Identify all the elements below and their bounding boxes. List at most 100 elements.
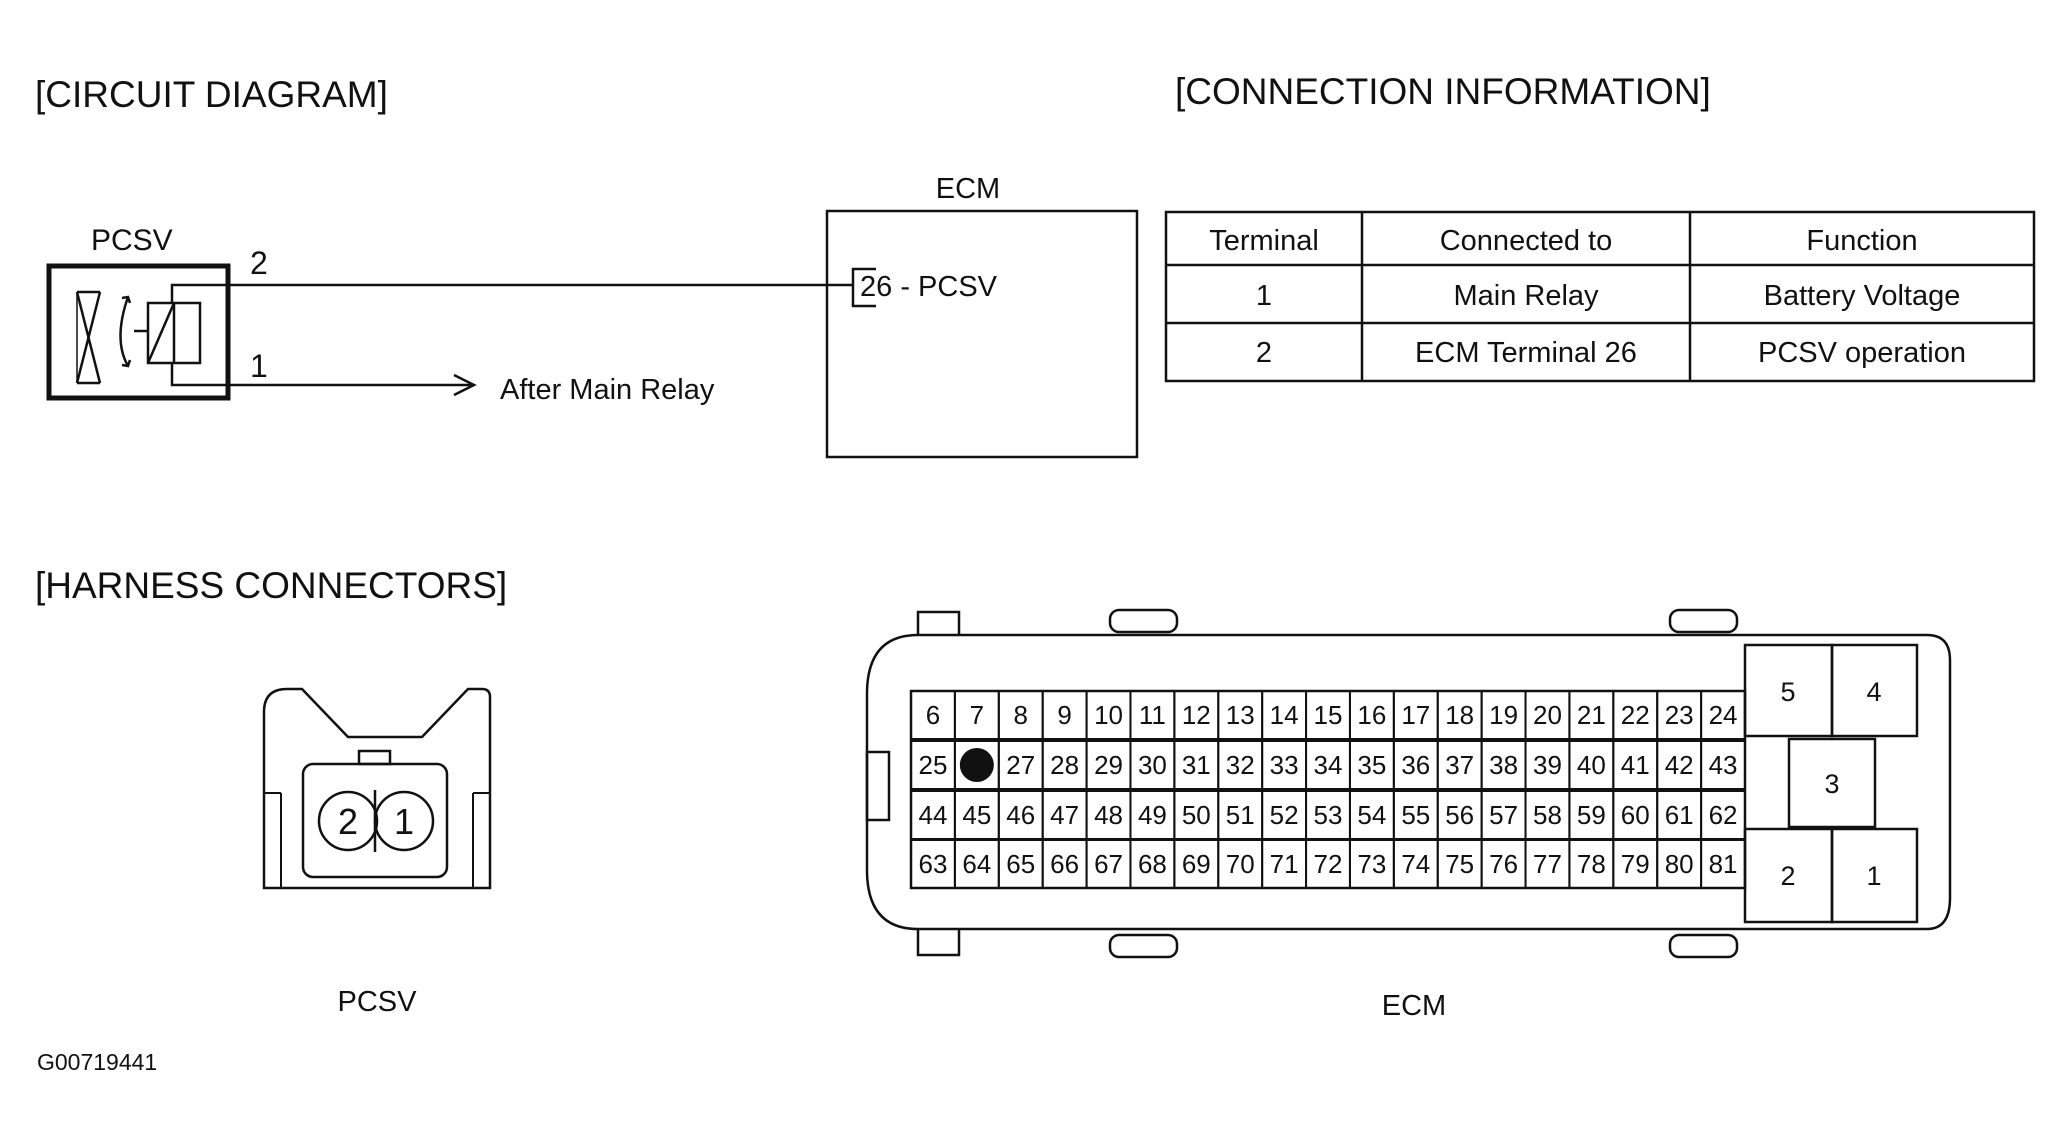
ecm-pin-number: 17: [1401, 700, 1430, 730]
pcsv-harness-connector: [262, 687, 492, 890]
ecm-pin-number: 37: [1445, 750, 1474, 780]
ecm-pin-number: 45: [962, 800, 991, 830]
ecm-pin-number: 69: [1182, 849, 1211, 879]
harness-connectors-title: [HARNESS CONNECTORS]: [35, 565, 507, 606]
connection-table: Terminal Connected to Function 1 Main Re…: [1164, 210, 2036, 383]
ecm-pin-number: 58: [1533, 800, 1562, 830]
table-cell: Main Relay: [1453, 280, 1599, 312]
ecm-pin-number: 28: [1050, 750, 1079, 780]
ecm-pin-number: 76: [1489, 849, 1518, 879]
ecm-pin-number: 80: [1665, 849, 1694, 879]
ecm-pin-number: 55: [1401, 800, 1430, 830]
ecm-pin-number: 68: [1138, 849, 1167, 879]
ecm-pin-number: 29: [1094, 750, 1123, 780]
ecm-pin-number: 81: [1709, 849, 1738, 879]
ecm-pin-number: 41: [1621, 750, 1650, 780]
ecm-pin-number: 60: [1621, 800, 1650, 830]
pcsv-valve-icon: [75, 290, 148, 385]
after-main-relay-label: After Main Relay: [500, 374, 715, 406]
ecm-pin-number: 44: [918, 800, 947, 830]
ecm-pin-number: 51: [1226, 800, 1255, 830]
ecm-large-pin-2: 2: [1780, 861, 1795, 891]
ecm-pin-number: 24: [1709, 700, 1738, 730]
ecm-pin-number: 30: [1138, 750, 1167, 780]
ecm-pin-number: 54: [1357, 800, 1386, 830]
ecm-pin-number: 78: [1577, 849, 1606, 879]
wire-pin1-to-main-relay: [170, 363, 474, 387]
ecm-label: ECM: [936, 173, 1000, 205]
ecm-pin-number: 34: [1314, 750, 1343, 780]
ecm-pin-number: 79: [1621, 849, 1650, 879]
ecm-pin-number: 72: [1314, 849, 1343, 879]
ecm-pin-number: 23: [1665, 700, 1694, 730]
ecm-pin-number: 9: [1057, 700, 1071, 730]
figure-id: G00719441: [37, 1049, 157, 1075]
ecm-pin-number: 75: [1445, 849, 1474, 879]
ecm-pin-number: 42: [1665, 750, 1694, 780]
ecm-pin-number: 74: [1401, 849, 1430, 879]
table-cell: PCSV operation: [1758, 337, 1966, 369]
ecm-pin-cell: [1700, 740, 1746, 790]
ecm-pin-number: 13: [1226, 700, 1255, 730]
ecm-pin-number: 53: [1314, 800, 1343, 830]
pcsv-connector-pin-1: 1: [394, 801, 414, 842]
ecm-pin-number: 38: [1489, 750, 1518, 780]
ecm-pin-number: 6: [926, 700, 940, 730]
ecm-pin-number: 18: [1445, 700, 1474, 730]
pcsv-connector-pin-2: 2: [338, 801, 358, 842]
ecm-large-pin-1: 1: [1866, 861, 1881, 891]
ecm-pin-number: 19: [1489, 700, 1518, 730]
ecm-pin-number: 47: [1050, 800, 1079, 830]
ecm-pin-number: 67: [1094, 849, 1123, 879]
ecm-pin-number: 31: [1182, 750, 1211, 780]
ecm-pin-number: 63: [918, 849, 947, 879]
ecm-pin-number: 12: [1182, 700, 1211, 730]
ecm-pin-number: 39: [1533, 750, 1562, 780]
ecm-large-pins: [1743, 643, 1919, 924]
ecm-large-pin-5: 5: [1780, 677, 1795, 707]
ecm-connector-label: ECM: [1382, 990, 1446, 1022]
table-cell: 1: [1256, 280, 1272, 312]
ecm-pin-number: 61: [1665, 800, 1694, 830]
ecm-pin-number: 43: [1709, 750, 1738, 780]
circuit-diagram-title: [CIRCUIT DIAGRAM]: [35, 74, 388, 115]
ecm-large-pin-3: 3: [1824, 769, 1839, 799]
table-cell: ECM Terminal 26: [1415, 337, 1637, 369]
ecm-pin-number: 59: [1577, 800, 1606, 830]
ecm-pin-number: 16: [1357, 700, 1386, 730]
ecm-pin-number: 71: [1270, 849, 1299, 879]
ecm-pin-number: 70: [1226, 849, 1255, 879]
circuit-diagram: PCSV 2 1 After Main Relay: [46, 173, 1139, 459]
pin-1-label: 1: [250, 348, 268, 384]
ecm-pin-number: 14: [1270, 700, 1299, 730]
ecm-pin-number: 20: [1533, 700, 1562, 730]
ecm-pin-number: 25: [918, 750, 947, 780]
ecm-harness-connector: [865, 608, 1952, 959]
ecm-pin-number: 7: [970, 700, 984, 730]
ecm-pin-number: 66: [1050, 849, 1079, 879]
ecm-pin-number: 10: [1094, 700, 1123, 730]
ecm-pin-number: 36: [1401, 750, 1430, 780]
ecm-pin-number: 52: [1270, 800, 1299, 830]
ecm-pin-number: 46: [1006, 800, 1035, 830]
pcsv-component-label: PCSV: [91, 224, 173, 257]
table-header-connected-to: Connected to: [1440, 225, 1613, 257]
ecm-box: [825, 209, 1139, 459]
ecm-pin-number: 40: [1577, 750, 1606, 780]
ecm-pin-number: 35: [1357, 750, 1386, 780]
ecm-pin-number: 27: [1006, 750, 1035, 780]
ecm-terminal-26-label: 26 - PCSV: [860, 271, 998, 303]
ecm-pin-number: 49: [1138, 800, 1167, 830]
ecm-pin-number: 32: [1226, 750, 1255, 780]
ecm-large-pin-4: 4: [1866, 677, 1881, 707]
pcsv-solenoid-icon: [146, 301, 202, 365]
ecm-pin-number: 33: [1270, 750, 1299, 780]
connection-information-title: [CONNECTION INFORMATION]: [1175, 71, 1711, 112]
table-header-terminal: Terminal: [1209, 225, 1319, 257]
ecm-pin-number: 21: [1577, 700, 1606, 730]
ecm-pin-number: 73: [1357, 849, 1386, 879]
ecm-pin-number: 50: [1182, 800, 1211, 830]
table-header-function: Function: [1806, 225, 1917, 257]
